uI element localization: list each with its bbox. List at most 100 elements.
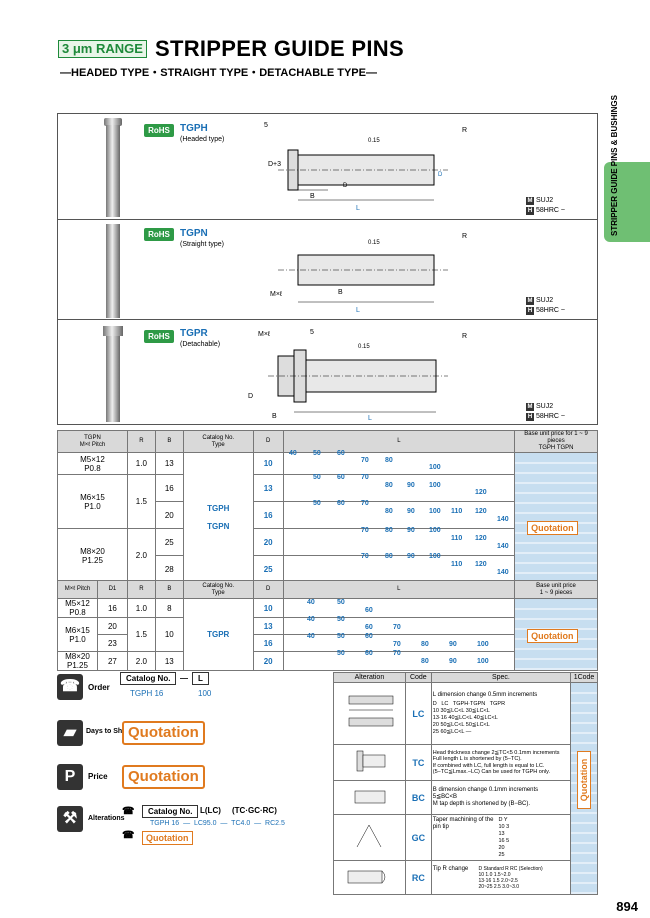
text-span: 70 [393,650,401,657]
table-cell: 1.0 [126,598,156,618]
text-span: 40 [307,616,315,623]
alt-example: TGPH 16 — LC95.0 — TC4.0 — RC2.5 [150,820,285,827]
text-span: 5 [506,837,510,844]
text-span: 1.0 [485,871,493,878]
text-span: 90 [407,527,415,534]
alt-diagram [333,860,406,895]
text-span: TGPN [556,445,574,451]
side-tab[interactable]: STRIPPER GUIDE PINS & BUSHINGS [604,95,650,242]
drawing-row-tgpr: RoHS TGPR (Detachable) L M×ℓ 5 0.15 R D … [58,320,597,426]
text-span: 50 [337,616,345,623]
range-badge: 3 μm RANGE [58,40,147,58]
alt-diagram [333,682,406,745]
order-l-box: L [192,672,209,685]
svg-text:L: L [368,415,372,422]
price-quotation: Quotation [122,765,205,789]
l-cell [282,474,516,502]
type-desc: (Detachable) [180,341,221,348]
col-header: Code [404,672,432,683]
svg-text:0.15: 0.15 [368,138,380,144]
table-cell: 13 [154,452,184,475]
text-span: 58HRC ~ [536,307,565,314]
text-span: M5×12 [80,454,105,464]
rohs-badge: RoHS [144,330,174,343]
text-span: 120 [475,535,487,542]
alt-catalog-box: Catalog No. [142,805,199,818]
text-span: 40 [307,599,315,606]
text-span: 110 [451,535,463,542]
text-span: 120 [475,489,487,496]
col-header: Catalog No.Type [182,430,254,453]
text-span: 50 [337,650,345,657]
text-span: 3 [506,823,510,830]
text-span: M6×15 [80,492,105,502]
col-header: Spec. [430,672,572,683]
text-span: 70 [361,457,369,464]
svg-text:R: R [462,333,467,340]
text-span: 100 [477,658,489,665]
text-span: 3.0~3.0 [502,883,520,890]
text-span: 25 [432,728,439,735]
text-span: 2.5 [493,883,501,890]
text-span: RC (Selection) [510,865,543,872]
table-cell: 20 [154,501,184,529]
text-span: 100 [429,508,441,515]
text-span: 50 [313,500,321,507]
text-span: 30≦LC<L [465,707,490,714]
drawing-row-tgph: RoHS TGPH (Headed type) L B D+3 D 5 0.15… [58,114,597,220]
text-span: 100 [429,553,441,560]
text-span: 58HRC ~ [536,413,565,420]
order-example-l: 100 [198,689,212,698]
table-cell: 2.0 [126,528,156,583]
col-header: D [252,580,284,599]
text-span: 70 [361,553,369,560]
order-catalog-box: Catalog No. [120,672,177,685]
col-header: Catalog No.Type [182,580,254,599]
table-cell: 20 [96,617,128,635]
text-span: P1.25 [81,555,103,565]
tgpr-drawing: L M×ℓ 5 0.15 R D B [248,329,467,422]
svg-text:0.15: 0.15 [368,240,380,246]
text-span: 10 [432,707,439,714]
text-span: 70 [393,624,401,631]
text-span: Base unit price for 1 ~ 9 pieces [524,431,588,444]
days-quotation: Quotation [122,721,205,745]
col-header: 1Code [570,672,598,683]
text-span: Catalog No. [202,582,235,589]
days-to-ship-label: Days to Ship [86,728,129,735]
alt-spec: Tip R change D Standard R RC (Selection)… [430,860,572,895]
text-span: Standard R [483,865,509,872]
svg-text:5: 5 [264,122,268,129]
price-label: Price [88,772,108,781]
text-span: 60 [365,624,373,631]
svg-text:D: D [248,393,253,400]
text-span: 1.5~2.0 [493,871,511,878]
side-tab-label: STRIPPER GUIDE PINS & BUSHINGS [610,95,619,236]
table-cell: 13 [252,617,284,635]
col-header: B [154,580,184,599]
text-span: TGPH [538,445,556,451]
table-cell: 27 [96,651,128,671]
text-span: 60 [365,607,373,614]
table-cell: 16 [252,501,284,529]
text-span: SUJ2 [536,297,554,304]
svg-text:R: R [462,127,467,134]
svg-text:D+3: D+3 [268,161,281,168]
text-span: 90 [407,553,415,560]
table-cell: 8 [154,598,184,618]
text-span: 58HRC ~ [536,207,565,214]
truck-icon: ▰ [57,720,83,746]
alterations-label: Alterations [88,815,125,822]
text-span: 140 [497,516,509,523]
text-span: 100 [429,527,441,534]
text-span: 30≦LC<L [440,707,465,714]
text-span: P1.25 [67,661,88,670]
col-header: D [252,430,284,453]
text-span: Type [211,589,225,596]
table-cell: 10 [252,598,284,618]
